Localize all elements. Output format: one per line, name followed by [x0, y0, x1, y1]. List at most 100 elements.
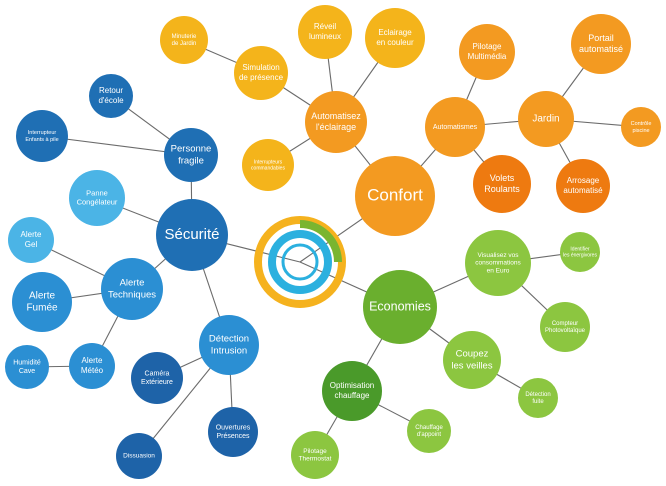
node-circle [465, 230, 531, 296]
central-hub-icon [254, 216, 346, 308]
node-circle [518, 91, 574, 147]
node-label: Panne [86, 188, 108, 197]
node-label: Personne [171, 144, 212, 155]
node-circle [12, 272, 72, 332]
node-label: Fumée [26, 303, 58, 314]
node-label: Caméra [145, 371, 170, 378]
node-label: Minuterie [172, 34, 197, 40]
node-label: Visualisez vos [477, 252, 519, 259]
node-label: Enfants à pile [25, 137, 58, 143]
node-label: Techniques [108, 289, 156, 300]
node-label: Roulants [484, 184, 520, 194]
node-circle [355, 156, 435, 236]
node-circle [69, 170, 125, 226]
node-label: Jardin [532, 114, 559, 125]
node-label: en couleur [376, 38, 414, 47]
node-label: Gel [25, 240, 38, 249]
node-label: Eclairage [378, 28, 412, 37]
node-label: Automatisez [311, 111, 361, 121]
node-label: Identifier [570, 246, 590, 252]
node-label: Présences [216, 433, 250, 440]
node-label: l'éclairage [316, 122, 356, 132]
node-label: de Jardin [172, 41, 197, 47]
node-circle [518, 378, 558, 418]
node-label: Météo [81, 366, 104, 375]
node-circle [69, 343, 115, 389]
node-label: Interrupteur [28, 130, 57, 136]
node-label: Contrôle [631, 121, 652, 127]
node-circle [16, 110, 68, 162]
node-label: Alerte [29, 291, 56, 302]
node-label: les énergivores [563, 252, 597, 258]
node-label: Chauffage [415, 425, 443, 431]
node-label: Détection [209, 334, 249, 345]
node-economies: Economies [363, 270, 437, 344]
node-circle [199, 315, 259, 375]
node-confort: Confort [355, 156, 435, 236]
node-label: automatisé [579, 44, 623, 54]
node-circle [89, 74, 133, 118]
node-label: lumineux [309, 32, 341, 41]
node-circle [164, 128, 218, 182]
node-circle [473, 155, 531, 213]
node-circle [425, 97, 485, 157]
node-label: consommations [475, 260, 521, 267]
node-label: Alerte [21, 230, 42, 239]
node-label: Alerte [120, 278, 145, 289]
node-circle [560, 232, 600, 272]
hub-ring-inner [268, 230, 332, 294]
node-circle [459, 24, 515, 80]
node-circle [101, 258, 163, 320]
node-label: Photovoltaïque [545, 328, 586, 334]
node-label: Extérieure [141, 379, 173, 386]
node-circle [322, 361, 382, 421]
node-label: de présence [239, 73, 284, 82]
node-circle [571, 14, 631, 74]
hub-ring-green-arc [299, 220, 342, 263]
node-label: Intrusion [211, 345, 247, 356]
node-circle [305, 91, 367, 153]
node-circle [291, 431, 339, 479]
node-label: Ouvertures [216, 425, 251, 432]
node-label: les veilles [451, 360, 492, 371]
node-label: Sécurité [164, 226, 219, 243]
node-label: Humidité [13, 360, 41, 367]
node-label: Simulation [242, 63, 279, 72]
node-label: Détection [525, 392, 550, 398]
node-label: Interrupteurs [254, 159, 283, 165]
node-circle [365, 8, 425, 68]
hub-ring-core [281, 243, 319, 281]
node-dissuasion: Dissuasion [116, 433, 162, 479]
node-circle [298, 5, 352, 59]
node-label: Dissuasion [123, 453, 155, 460]
node-circle [556, 159, 610, 213]
node-automatismes: Automatismes [425, 97, 485, 157]
node-label: Coupez [456, 349, 489, 360]
node-label: automatisé [563, 186, 603, 195]
node-label: fuite [532, 399, 544, 405]
